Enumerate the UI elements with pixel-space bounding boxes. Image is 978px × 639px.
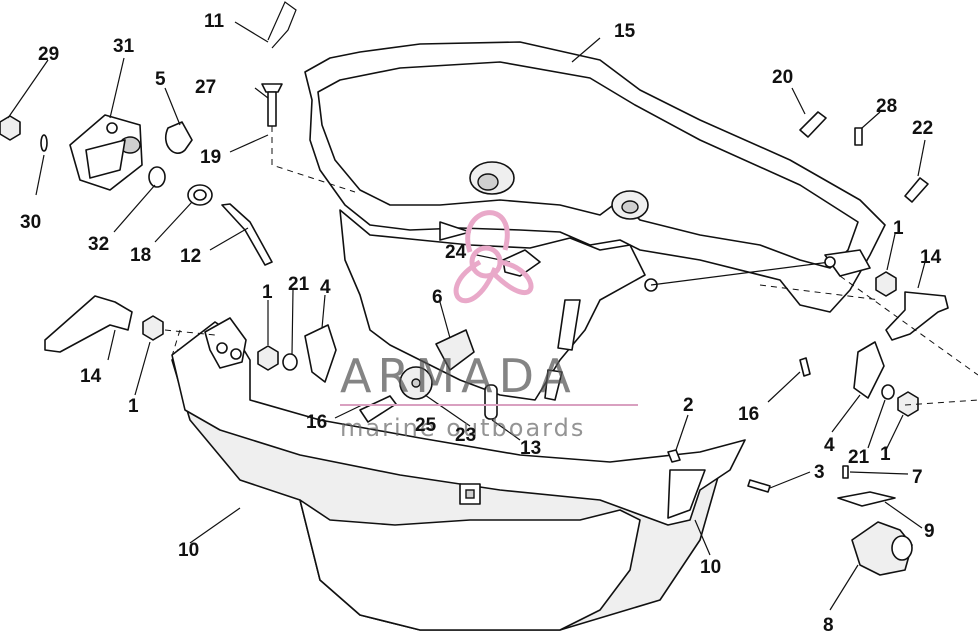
callout-2: 2 [683,395,694,416]
callout-15: 15 [614,21,636,42]
callout-8: 8 [823,615,834,636]
callout-20: 20 [772,67,793,88]
callout-29: 29 [38,44,59,65]
upper-cowl [304,41,886,313]
callout-21-right: 21 [848,447,870,468]
callout-labels: 29 30 31 32 5 18 12 11 27 19 15 20 28 22… [20,11,942,636]
armada-watermark: ARMADA marine outboards [340,210,638,442]
watermark-title: ARMADA [340,349,577,403]
callout-16-right: 16 [738,404,759,425]
callout-6: 6 [432,287,443,308]
callout-11: 11 [204,11,225,32]
small-parts [0,1,949,576]
callout-18: 18 [130,245,151,266]
callout-10-left: 10 [178,540,199,561]
callout-27: 27 [195,77,216,98]
callout-25: 25 [415,415,437,436]
lower-cowl [171,317,746,631]
callout-3: 3 [814,462,825,483]
callout-31: 31 [113,36,135,57]
callout-10-right: 10 [700,557,721,578]
callout-23: 23 [455,425,476,446]
callout-4-left: 4 [320,277,331,298]
callout-16-left: 16 [306,412,327,433]
callout-32: 32 [88,234,109,255]
callout-9: 9 [924,521,935,542]
callout-7: 7 [912,467,923,488]
callout-24: 24 [445,242,467,263]
callout-14-left: 14 [80,366,102,387]
callout-22: 22 [912,118,933,139]
callout-13: 13 [520,438,541,459]
callout-30: 30 [20,212,41,233]
callout-1-left: 1 [128,396,139,417]
callout-14-right: 14 [920,247,942,268]
callout-1-right-upper: 1 [893,218,904,239]
leader-lines [7,21,978,611]
callout-21-left: 21 [288,274,310,295]
callout-4-right: 4 [824,435,835,456]
callout-28: 28 [876,96,897,117]
callout-1-center: 1 [262,282,273,303]
callout-19: 19 [200,147,221,168]
callout-12: 12 [180,246,201,267]
propeller-logo [453,210,534,304]
callout-1-right-lower: 1 [880,444,891,465]
watermark-subtitle: marine outboards [340,414,585,442]
callout-5: 5 [155,69,166,90]
